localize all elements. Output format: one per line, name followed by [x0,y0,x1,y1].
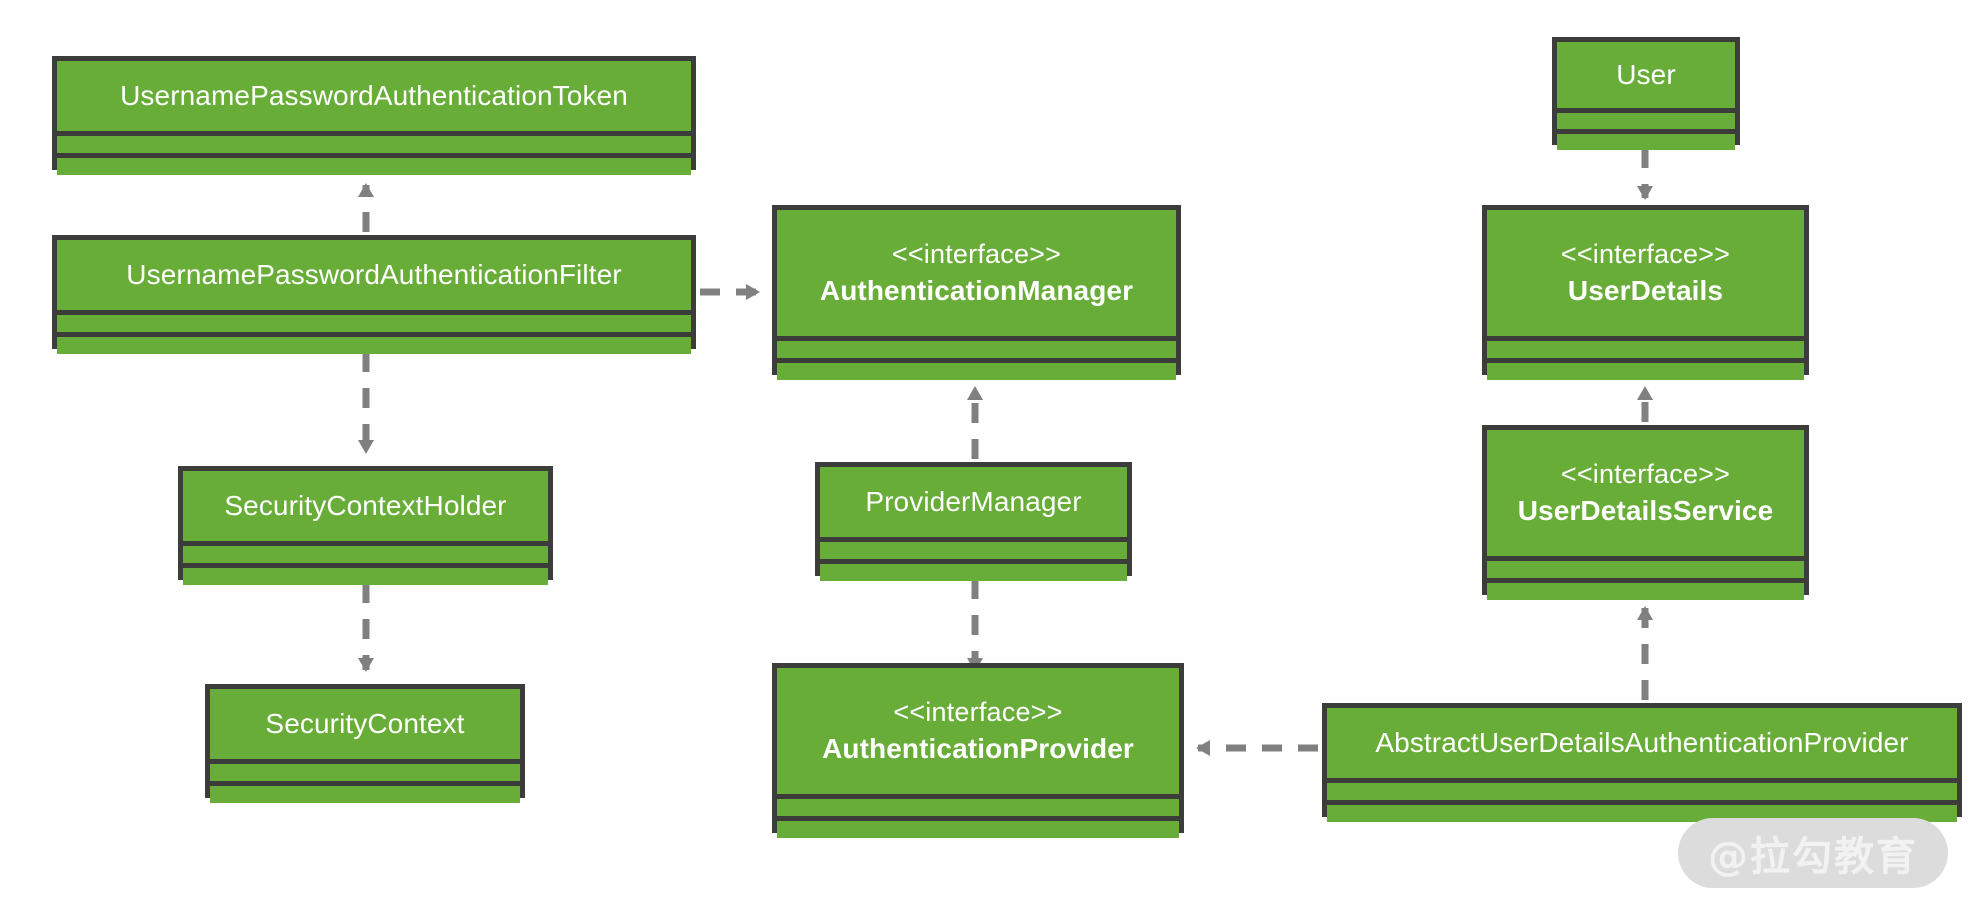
uml-class-security-context-holder[interactable]: SecurityContextHolder [178,466,553,585]
uml-stereotype-user-details-service: <<interface>> [1560,458,1731,489]
uml-compartment-authentication-provider-2 [777,816,1179,838]
uml-compartment-user-details-service-2 [1487,578,1804,600]
uml-class-user-details[interactable]: <<interface>> UserDetails [1482,205,1809,380]
uml-title-authentication-manager: <<interface>> AuthenticationManager [777,210,1176,336]
uml-title-security-context: SecurityContext [210,689,520,759]
uml-title-username-password-authentication-token: UsernamePasswordAuthenticationToken [57,61,691,131]
uml-compartment-abstract-user-details-authentication-provider-2 [1327,800,1957,822]
uml-class-provider-manager[interactable]: ProviderManager [815,462,1132,581]
uml-compartment-username-password-authentication-filter-1 [57,310,691,332]
uml-class-authentication-manager[interactable]: <<interface>> AuthenticationManager [772,205,1181,380]
uml-class-username-password-authentication-filter[interactable]: UsernamePasswordAuthenticationFilter [52,235,696,354]
uml-title-abstract-user-details-authentication-provider: AbstractUserDetailsAuthenticationProvide… [1327,708,1957,778]
uml-compartment-username-password-authentication-filter-2 [57,332,691,354]
uml-title-provider-manager: ProviderManager [820,467,1127,537]
uml-class-username-password-authentication-token[interactable]: UsernamePasswordAuthenticationToken [52,56,696,175]
uml-title-user-details-service: <<interface>> UserDetailsService [1487,430,1804,556]
uml-class-abstract-user-details-authentication-provider[interactable]: AbstractUserDetailsAuthenticationProvide… [1322,703,1962,822]
uml-compartment-authentication-provider-1 [777,794,1179,816]
uml-class-user[interactable]: User [1552,37,1740,150]
uml-name-security-context-holder: SecurityContextHolder [224,490,507,522]
uml-compartment-security-context-1 [210,759,520,781]
uml-compartment-provider-manager-1 [820,537,1127,559]
uml-compartment-user-1 [1557,108,1735,129]
uml-name-authentication-provider: AuthenticationProvider [822,733,1134,765]
uml-title-authentication-provider: <<interface>> AuthenticationProvider [777,668,1179,794]
uml-name-user-details: UserDetails [1567,275,1724,307]
uml-name-username-password-authentication-filter: UsernamePasswordAuthenticationFilter [126,259,622,291]
uml-compartment-authentication-manager-1 [777,336,1176,358]
uml-class-authentication-provider[interactable]: <<interface>> AuthenticationProvider [772,663,1184,838]
uml-name-user-details-service: UserDetailsService [1517,495,1774,527]
uml-stereotype-user-details: <<interface>> [1560,238,1731,269]
uml-compartment-security-context-holder-1 [183,541,548,563]
uml-name-username-password-authentication-token: UsernamePasswordAuthenticationToken [120,80,628,112]
uml-compartment-user-details-2 [1487,358,1804,380]
uml-stereotype-authentication-manager: <<interface>> [891,238,1062,269]
uml-compartment-security-context-holder-2 [183,563,548,585]
uml-class-user-details-service[interactable]: <<interface>> UserDetailsService [1482,425,1809,600]
uml-name-security-context: SecurityContext [265,708,465,740]
uml-name-user: User [1616,59,1676,91]
uml-title-user-details: <<interface>> UserDetails [1487,210,1804,336]
uml-compartment-user-details-service-1 [1487,556,1804,578]
uml-compartment-security-context-2 [210,781,520,803]
uml-compartment-username-password-authentication-token-2 [57,153,691,175]
uml-compartment-user-2 [1557,129,1735,150]
uml-name-authentication-manager: AuthenticationManager [819,275,1134,307]
uml-compartment-user-details-1 [1487,336,1804,358]
uml-compartment-username-password-authentication-token-1 [57,131,691,153]
uml-compartment-provider-manager-2 [820,559,1127,581]
uml-class-security-context[interactable]: SecurityContext [205,684,525,803]
uml-name-abstract-user-details-authentication-provider: AbstractUserDetailsAuthenticationProvide… [1375,727,1909,759]
uml-title-user: User [1557,42,1735,108]
uml-name-provider-manager: ProviderManager [865,486,1082,518]
watermark: @拉勾教育 [1678,818,1948,888]
uml-title-username-password-authentication-filter: UsernamePasswordAuthenticationFilter [57,240,691,310]
watermark-text: @拉勾教育 [1708,834,1918,880]
uml-compartment-abstract-user-details-authentication-provider-1 [1327,778,1957,800]
uml-title-security-context-holder: SecurityContextHolder [183,471,548,541]
uml-compartment-authentication-manager-2 [777,358,1176,380]
uml-stereotype-authentication-provider: <<interface>> [893,696,1063,727]
